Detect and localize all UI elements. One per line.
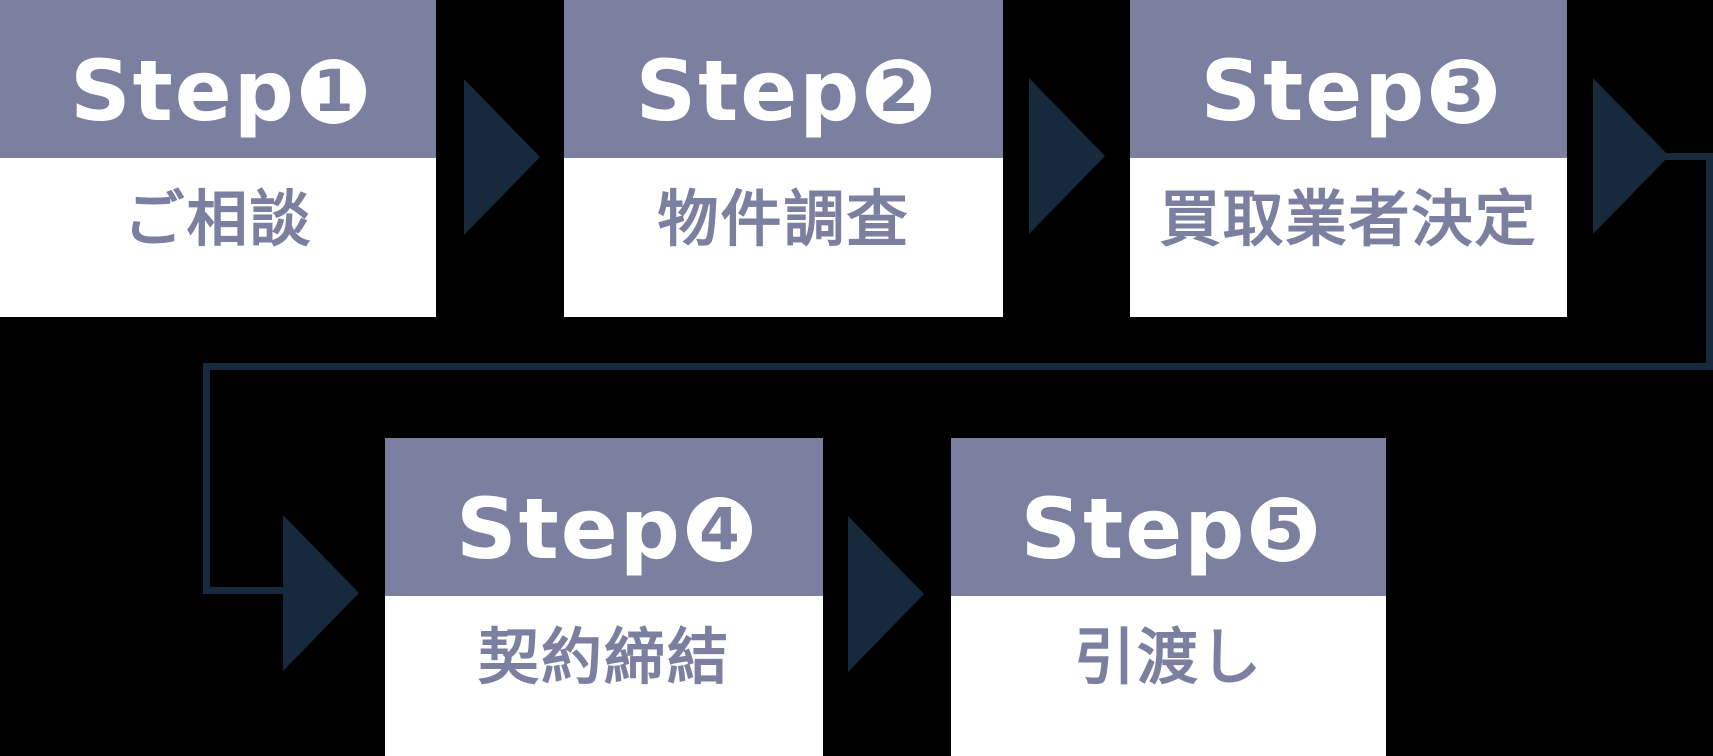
- step-5-body: 引渡し: [951, 596, 1386, 688]
- step-5-title: Step: [1020, 480, 1247, 578]
- step-3-label: 買取業者決定: [1159, 184, 1538, 255]
- connector-segment-top-right: [1665, 153, 1713, 160]
- arrow-step4-to-step5-icon: [848, 516, 924, 672]
- step-4-body: 契約締結: [385, 596, 823, 688]
- step-5-label: 引渡し: [1073, 622, 1263, 693]
- step-1-header: Step 1: [0, 0, 436, 158]
- step-3-title: Step: [1200, 42, 1427, 140]
- step-1-label: ご相談: [123, 184, 313, 255]
- step-2-title: Step: [635, 42, 862, 140]
- step-2-label: 物件調査: [657, 184, 910, 255]
- arrow-into-step4-icon: [283, 515, 359, 671]
- step-5-number: 5: [1263, 495, 1305, 563]
- step-2-header-text: Step 2: [636, 49, 932, 133]
- arrow-step1-to-step2-icon: [464, 79, 540, 235]
- step-1-number-badge: 1: [300, 57, 366, 125]
- step-4-header: Step 4: [385, 438, 823, 596]
- step-5-card: Step 5 引渡し: [951, 438, 1386, 756]
- step-4-header-text: Step 4: [456, 487, 752, 571]
- step-2-number-badge: 2: [866, 57, 932, 125]
- connector-segment-left-vertical: [203, 363, 210, 594]
- step-1-card: Step 1 ご相談: [0, 0, 436, 317]
- arrow-step2-to-step3-icon: [1029, 78, 1105, 234]
- step-3-number-badge: 3: [1431, 57, 1497, 125]
- connector-segment-middle-horizontal: [203, 363, 1713, 370]
- step-4-number-badge: 4: [686, 495, 752, 563]
- step-3-body: 買取業者決定: [1130, 158, 1567, 250]
- step-2-number: 2: [878, 57, 920, 125]
- connector-segment-bottom-horizontal: [203, 587, 291, 594]
- step-5-number-badge: 5: [1251, 495, 1317, 563]
- step-3-card: Step 3 買取業者決定: [1130, 0, 1567, 317]
- step-4-number: 4: [699, 495, 740, 563]
- step-2-body: 物件調査: [564, 158, 1003, 250]
- step-5-header: Step 5: [951, 438, 1386, 596]
- step-4-label: 契約締結: [477, 622, 730, 693]
- connector-segment-right-vertical: [1706, 153, 1713, 370]
- step-5-header-text: Step 5: [1021, 487, 1317, 571]
- step-2-header: Step 2: [564, 0, 1003, 158]
- arrow-step3-exit-icon: [1593, 78, 1669, 234]
- step-4-title: Step: [456, 480, 682, 578]
- step-1-header-text: Step 1: [70, 49, 366, 133]
- step-3-header-text: Step 3: [1201, 49, 1497, 133]
- step-3-number: 3: [1443, 57, 1485, 125]
- step-1-body: ご相談: [0, 158, 436, 250]
- step-1-number: 1: [313, 57, 354, 125]
- step-1-title: Step: [70, 42, 296, 140]
- step-4-card: Step 4 契約締結: [385, 438, 823, 756]
- step-3-header: Step 3: [1130, 0, 1567, 158]
- step-2-card: Step 2 物件調査: [564, 0, 1003, 317]
